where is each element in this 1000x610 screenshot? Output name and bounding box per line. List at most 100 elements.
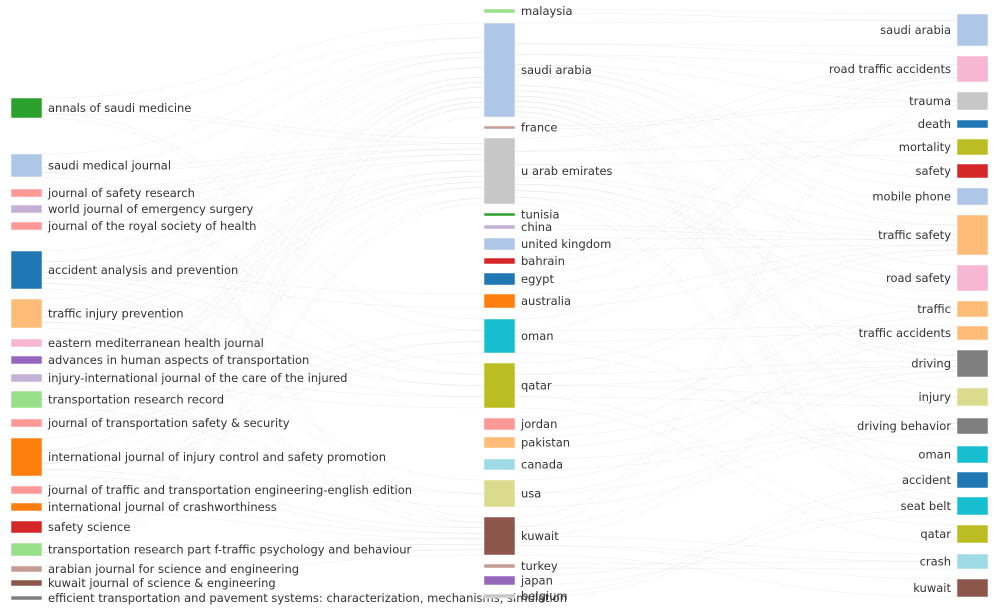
node-bar[interactable] [956, 300, 989, 318]
node-bar[interactable] [956, 417, 989, 435]
countrie-node[interactable]: pakistan [483, 436, 570, 450]
node-bar[interactable] [483, 318, 516, 354]
keyword-node[interactable]: driving [911, 349, 989, 378]
keyword-node[interactable]: traffic [917, 300, 989, 318]
countrie-node[interactable]: turkey [483, 559, 558, 573]
keyword-node[interactable]: oman [918, 445, 989, 464]
source-node[interactable]: efficient transportation and pavement sy… [10, 591, 567, 605]
node-bar[interactable] [483, 362, 516, 409]
source-node[interactable]: accident analysis and prevention [10, 250, 238, 290]
countrie-node[interactable]: japan [483, 574, 553, 588]
source-node[interactable]: injury-international journal of the care… [10, 371, 347, 385]
keyword-node[interactable]: traffic accidents [859, 325, 989, 341]
node-bar[interactable] [10, 390, 43, 409]
node-bar[interactable] [10, 565, 43, 573]
node-bar[interactable] [10, 418, 43, 428]
countrie-node[interactable]: malaysia [483, 4, 573, 18]
source-node[interactable]: journal of transportation safety & secur… [10, 416, 290, 430]
keyword-node[interactable]: road traffic accidents [829, 55, 989, 83]
countrie-node[interactable]: france [483, 121, 558, 135]
node-bar[interactable] [483, 125, 516, 130]
node-bar[interactable] [10, 250, 43, 290]
node-bar[interactable] [956, 187, 989, 206]
node-bar[interactable] [10, 437, 43, 477]
countrie-node[interactable]: u arab emirates [483, 137, 613, 205]
countrie-node[interactable]: bahrain [483, 254, 565, 268]
node-bar[interactable] [483, 479, 516, 508]
node-bar[interactable] [483, 257, 516, 265]
node-bar[interactable] [10, 485, 43, 495]
node-bar[interactable] [956, 91, 989, 111]
countrie-node[interactable]: usa [483, 479, 541, 508]
node-bar[interactable] [483, 22, 516, 118]
countrie-node[interactable]: egypt [483, 272, 554, 286]
countrie-node[interactable]: saudi arabia [483, 22, 592, 118]
countrie-node[interactable]: australia [483, 293, 571, 309]
source-node[interactable]: world journal of emergency surgery [10, 202, 254, 216]
node-bar[interactable] [483, 8, 516, 14]
node-bar[interactable] [956, 13, 989, 47]
countrie-node[interactable]: china [483, 220, 552, 234]
node-bar[interactable] [10, 97, 43, 119]
source-node[interactable]: saudi medical journal [10, 153, 171, 178]
countrie-node[interactable]: canada [483, 458, 563, 472]
node-bar[interactable] [956, 553, 989, 570]
node-bar[interactable] [10, 338, 43, 348]
keyword-node[interactable]: saudi arabia [880, 13, 989, 47]
node-bar[interactable] [956, 524, 989, 544]
source-node[interactable]: international journal of crashworthiness [10, 500, 277, 514]
keyword-node[interactable]: mortality [899, 138, 989, 156]
node-bar[interactable] [483, 293, 516, 309]
source-node[interactable]: transportation research part f-traffic p… [10, 542, 412, 557]
node-bar[interactable] [956, 578, 989, 598]
node-bar[interactable] [483, 516, 516, 556]
source-node[interactable]: eastern mediterranean health journal [10, 336, 264, 350]
keyword-node[interactable]: death [918, 117, 989, 131]
node-bar[interactable] [483, 224, 516, 230]
node-bar[interactable] [483, 237, 516, 251]
node-bar[interactable] [956, 496, 989, 516]
keyword-node[interactable]: mobile phone [872, 187, 989, 206]
node-bar[interactable] [10, 298, 43, 329]
countrie-node[interactable]: united kingdom [483, 237, 611, 251]
node-bar[interactable] [10, 542, 43, 557]
node-bar[interactable] [483, 137, 516, 205]
countrie-node[interactable]: tunisia [483, 208, 560, 222]
node-bar[interactable] [483, 458, 516, 471]
node-bar[interactable] [10, 204, 43, 214]
countrie-node[interactable]: belgium [483, 589, 568, 603]
source-node[interactable]: advances in human aspects of transportat… [10, 353, 309, 367]
node-bar[interactable] [10, 502, 43, 512]
node-bar[interactable] [483, 575, 516, 586]
keyword-node[interactable]: trauma [909, 91, 989, 111]
node-bar[interactable] [483, 593, 516, 599]
source-node[interactable]: journal of the royal society of health [10, 219, 256, 233]
source-node[interactable]: kuwait journal of science & engineering [10, 576, 276, 590]
keyword-node[interactable]: traffic safety [878, 214, 989, 256]
node-bar[interactable] [956, 119, 989, 129]
countrie-node[interactable]: oman [483, 318, 554, 354]
source-node[interactable]: transportation research record [10, 390, 224, 409]
node-bar[interactable] [956, 445, 989, 464]
source-node[interactable]: safety science [10, 520, 130, 534]
keyword-node[interactable]: kuwait [913, 578, 989, 598]
node-bar[interactable] [483, 212, 516, 217]
node-bar[interactable] [10, 520, 43, 534]
node-bar[interactable] [483, 436, 516, 449]
keyword-node[interactable]: crash [920, 553, 989, 570]
source-node[interactable]: traffic injury prevention [10, 298, 184, 329]
node-bar[interactable] [10, 355, 43, 365]
node-bar[interactable] [483, 272, 516, 286]
keyword-node[interactable]: driving behavior [857, 417, 989, 435]
countrie-node[interactable]: jordan [483, 417, 557, 431]
source-node[interactable]: arabian journal for science and engineer… [10, 562, 299, 576]
source-node[interactable]: annals of saudi medicine [10, 97, 191, 119]
node-bar[interactable] [483, 563, 516, 569]
node-bar[interactable] [956, 138, 989, 156]
node-bar[interactable] [956, 387, 989, 407]
node-bar[interactable] [956, 349, 989, 378]
source-node[interactable]: journal of traffic and transportation en… [10, 483, 412, 497]
keyword-node[interactable]: safety [916, 163, 989, 179]
node-bar[interactable] [956, 325, 989, 341]
source-node[interactable]: international journal of injury control … [10, 437, 386, 477]
